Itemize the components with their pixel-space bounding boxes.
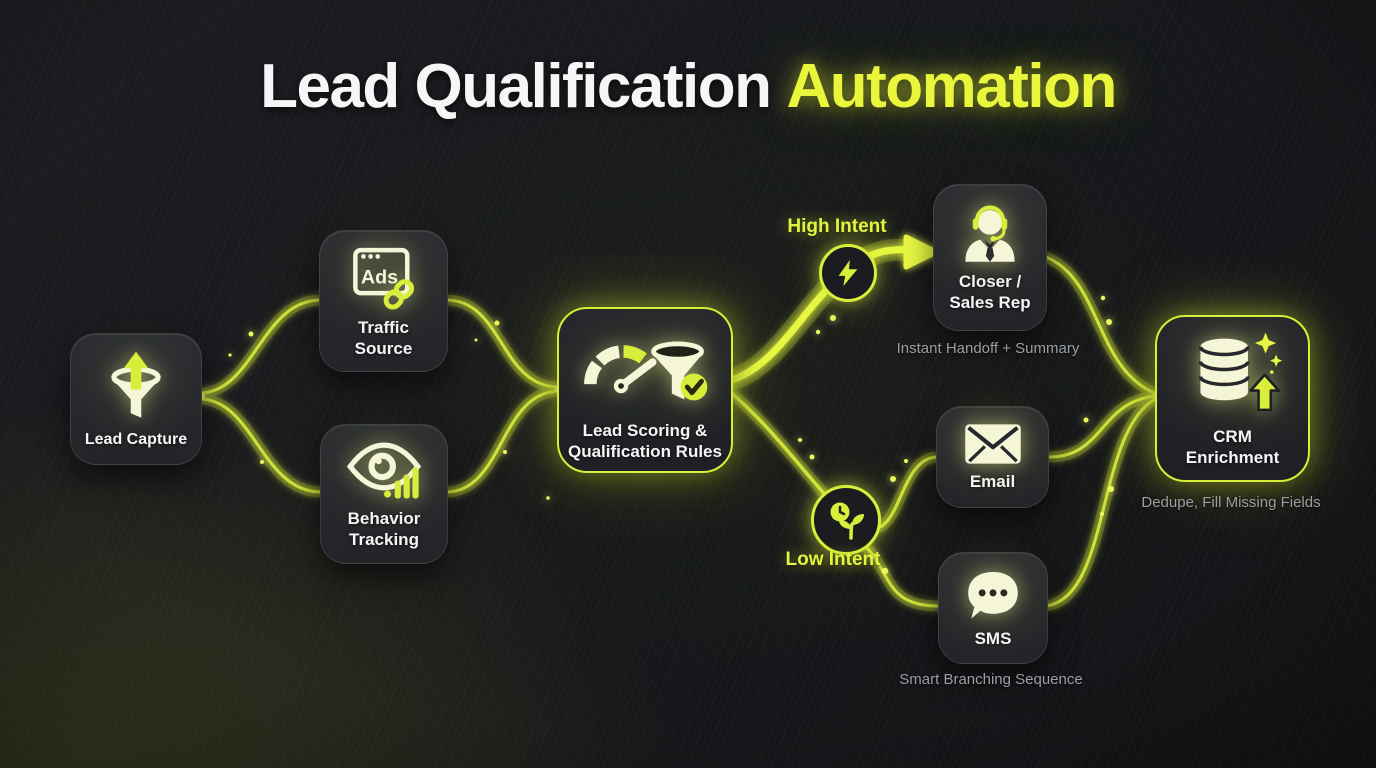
node-closer-sales-rep: Closer / Sales Rep xyxy=(933,184,1047,331)
database-sparkle-arrow-icon xyxy=(1198,332,1282,412)
node-label-closer: Closer / Sales Rep xyxy=(949,272,1031,312)
caption-sms: Smart Branching Sequence xyxy=(899,671,1083,688)
node-label-sms: SMS xyxy=(974,628,1012,648)
low-intent-badge xyxy=(811,485,881,555)
node-lead-capture: Lead Capture xyxy=(70,333,202,465)
headset-agent-icon xyxy=(965,205,1015,262)
node-label-lead-capture: Lead Capture xyxy=(84,430,188,448)
chat-bubble-icon xyxy=(968,571,1018,619)
node-label-lead-scoring: Lead Scoring & Qualification Rules xyxy=(568,421,722,461)
funnel-up-arrow-icon xyxy=(111,351,161,418)
high-intent-label: High Intent xyxy=(787,216,887,237)
caption-closer: Instant Handoff + Summary xyxy=(896,340,1080,357)
node-sms: SMS xyxy=(938,552,1048,664)
eye-analytics-icon xyxy=(346,442,422,499)
ads-browser-link-icon: Ads xyxy=(352,247,414,310)
page-title: Lead Qualification Automation xyxy=(0,56,1376,118)
caption-crm: Dedupe, Fill Missing Fields xyxy=(1141,494,1321,511)
lightning-bolt-icon xyxy=(838,259,858,287)
edge-behavior-scoring xyxy=(444,389,560,494)
node-behavior-tracking: Behavior Tracking xyxy=(320,424,448,564)
clock-seedling-icon xyxy=(830,502,864,540)
high-intent-badge xyxy=(819,244,877,302)
node-crm-enrichment: CRM Enrichment xyxy=(1155,315,1310,482)
arrowhead-high-intent-icon xyxy=(903,234,939,270)
edge-traffic-scoring xyxy=(444,298,560,389)
title-accent: Automation xyxy=(786,52,1118,121)
node-email: Email xyxy=(936,406,1049,508)
low-intent-label: Low Intent xyxy=(785,549,881,570)
node-label-crm: CRM Enrichment xyxy=(1185,426,1280,467)
node-label-email: Email xyxy=(969,472,1016,492)
node-label-traffic-source: Traffic Source xyxy=(354,317,413,358)
svg-text:Ads: Ads xyxy=(360,266,397,288)
gauge-funnel-check-icon xyxy=(584,341,708,401)
title-main: Lead Qualification xyxy=(260,52,772,121)
node-lead-scoring: Lead Scoring & Qualification Rules xyxy=(557,307,733,473)
node-label-behavior-tracking: Behavior Tracking xyxy=(347,508,421,549)
envelope-icon xyxy=(964,424,1021,464)
node-traffic-source: Ads Traffic Source xyxy=(319,230,448,372)
